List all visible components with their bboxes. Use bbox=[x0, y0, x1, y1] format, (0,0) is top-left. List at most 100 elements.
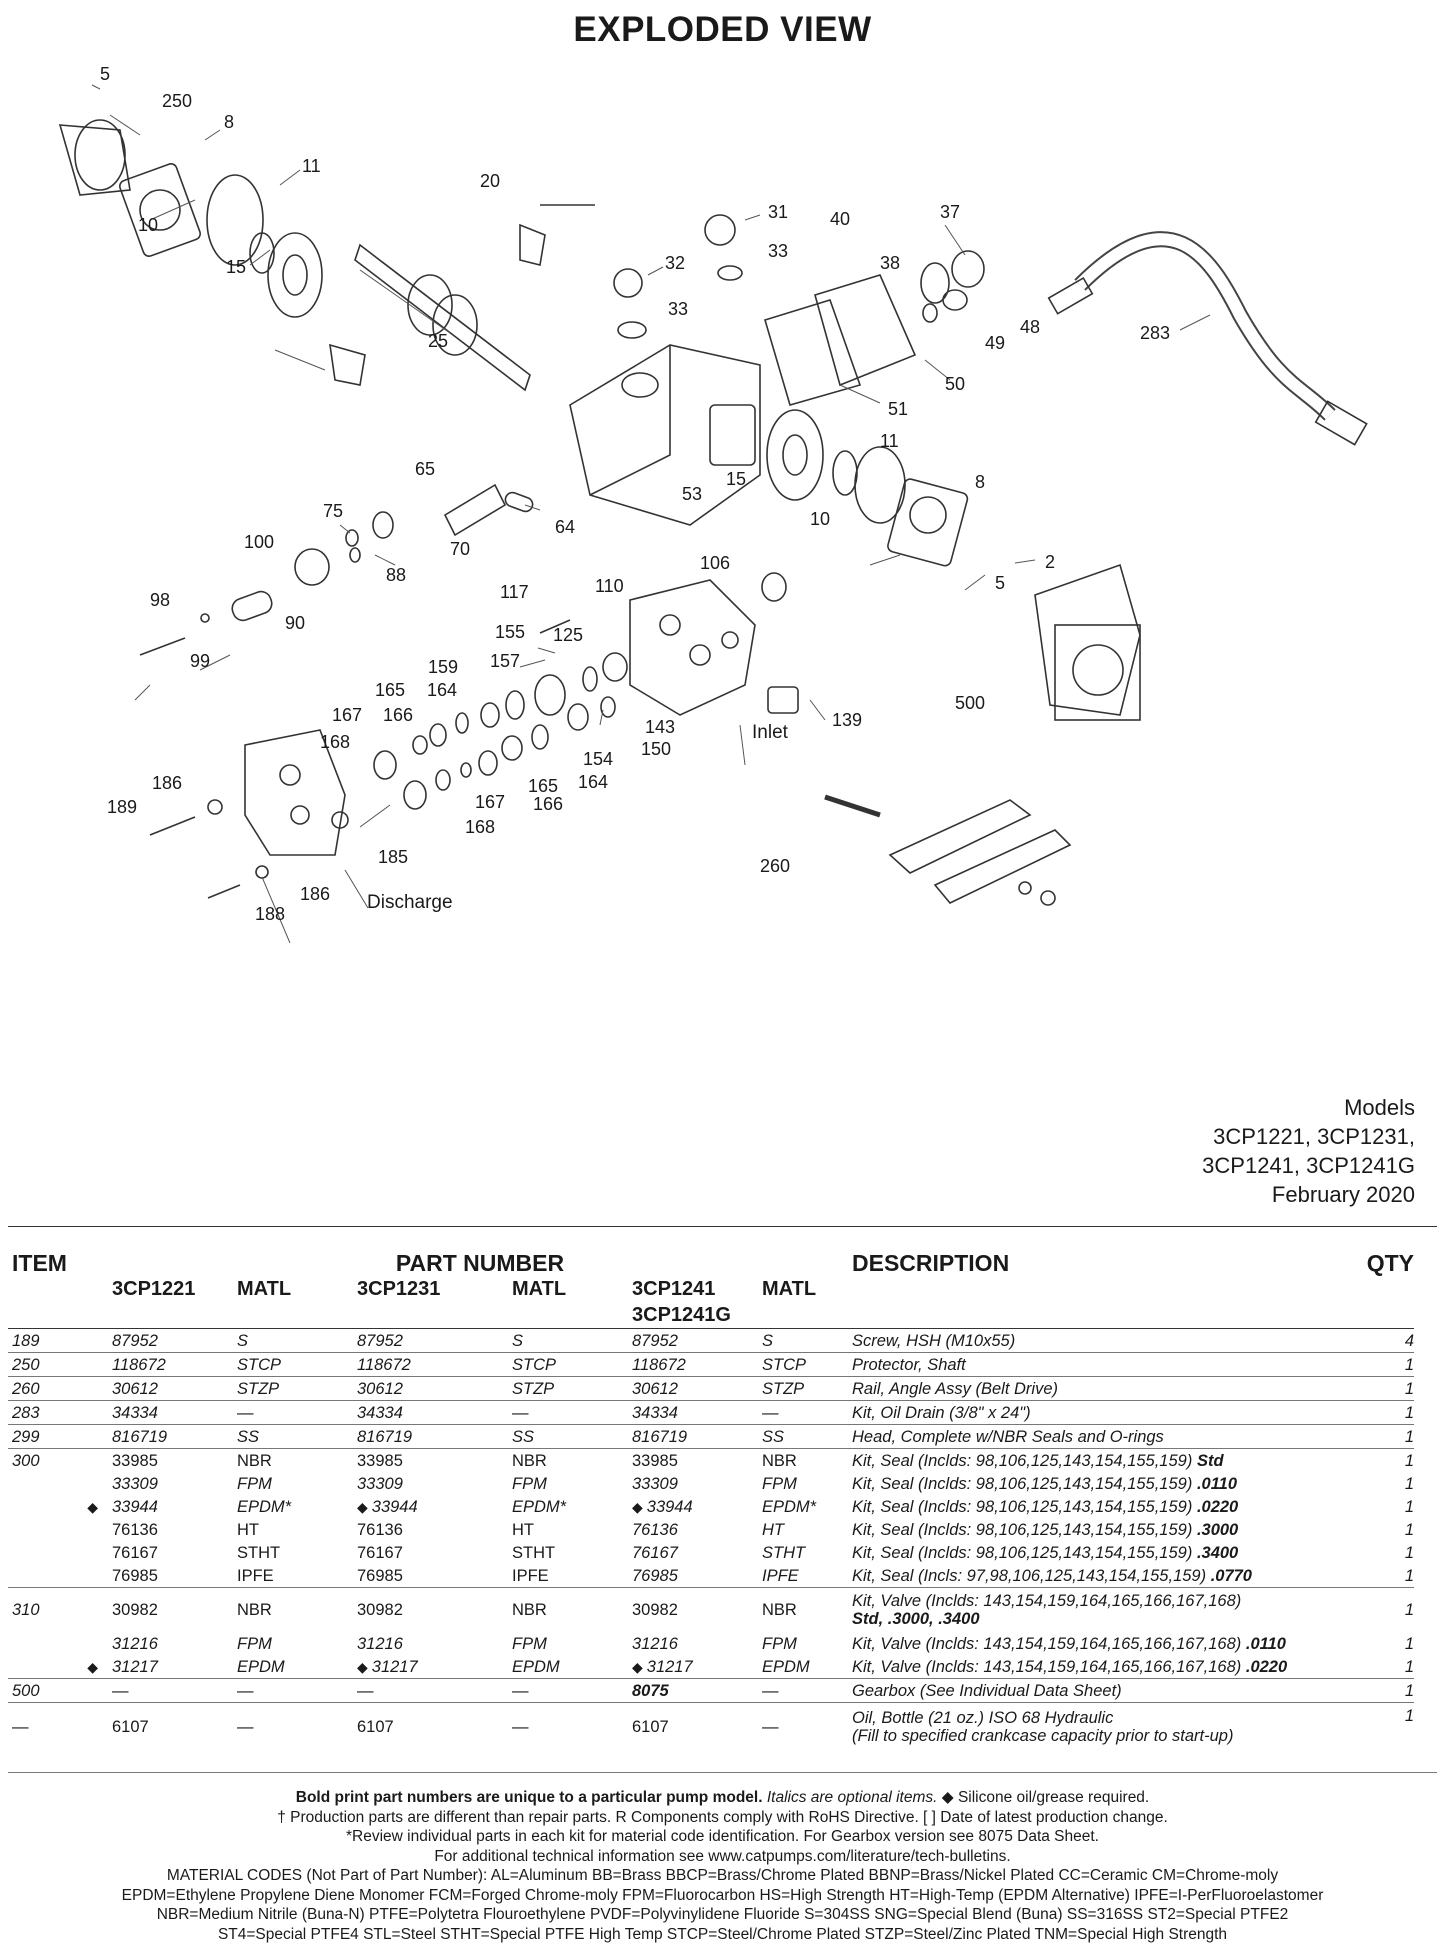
cell-description: Kit, Valve (Inclds: 143,154,159,164,165,… bbox=[852, 1657, 1288, 1676]
header-matl-1: MATL bbox=[237, 1278, 292, 1300]
callout-154: 154 bbox=[583, 749, 613, 769]
cell-matl: SS bbox=[758, 1424, 848, 1449]
callout-500: 500 bbox=[955, 693, 985, 713]
cell-part: 30982 bbox=[353, 1587, 508, 1632]
cell-description: Kit, Seal (Incls: 97,98,106,125,143,154,… bbox=[852, 1566, 1252, 1585]
cell-part: 31216 bbox=[632, 1634, 678, 1653]
callout-11: 11 bbox=[302, 156, 321, 176]
cell-part: 30612 bbox=[628, 1376, 758, 1401]
cell-matl: FPM bbox=[512, 1634, 547, 1653]
cell-qty: 1 bbox=[1358, 1587, 1414, 1632]
cell-matl: STZP bbox=[233, 1376, 353, 1401]
models-line-2: 3CP1241, 3CP1241G bbox=[1202, 1153, 1415, 1178]
cell-part: 76985 bbox=[357, 1566, 403, 1585]
callout-117: 117 bbox=[500, 582, 529, 602]
table-row: 299 816719 SS 816719 SS 816719 SS Head, … bbox=[8, 1424, 1414, 1449]
header-qty: QTY bbox=[1366, 1250, 1414, 1276]
cell-matl: EPDM* bbox=[512, 1497, 567, 1516]
callout-167: 167 bbox=[332, 705, 362, 725]
cell-matl: FPM bbox=[512, 1474, 547, 1493]
cell-part: 118672 bbox=[628, 1352, 758, 1377]
revision-date: February 2020 bbox=[1271, 1182, 1415, 1207]
rear-cover-part bbox=[814, 274, 917, 387]
cell-matl: FPM bbox=[762, 1634, 797, 1653]
diamond-marker: ◆ bbox=[357, 1498, 368, 1515]
table-row: 76136 HT 76136 HT 76136 HT Kit, Seal (In… bbox=[8, 1518, 1414, 1541]
cell-item: 260 bbox=[8, 1376, 108, 1401]
callout-50: 50 bbox=[945, 374, 965, 394]
cell-matl: — bbox=[233, 1678, 353, 1703]
callout-70: 70 bbox=[450, 539, 470, 559]
cell-description: Gearbox (See Individual Data Sheet) bbox=[848, 1678, 1358, 1703]
cell-matl: HT bbox=[237, 1520, 259, 1539]
cell-matl: — bbox=[758, 1678, 848, 1703]
callout-164-b: 164 bbox=[578, 772, 608, 792]
cell-matl: EPDM bbox=[237, 1657, 285, 1676]
cell-qty: 1 bbox=[1404, 1497, 1414, 1516]
cell-matl: NBR bbox=[233, 1587, 353, 1632]
callout-166: 166 bbox=[383, 705, 413, 725]
cell-matl: — bbox=[233, 1702, 353, 1751]
callout-75: 75 bbox=[323, 501, 343, 521]
cell-matl: — bbox=[508, 1702, 628, 1751]
callout-98: 98 bbox=[150, 590, 170, 610]
cell-part: 87952 bbox=[112, 1331, 158, 1350]
cell-part: 76985 bbox=[632, 1566, 678, 1585]
parts-table: ITEM PART NUMBER DESCRIPTION QTY 3CP1221… bbox=[8, 1250, 1414, 1751]
note-line: † Production parts are different than re… bbox=[277, 1808, 1168, 1826]
callout-40: 40 bbox=[830, 209, 850, 229]
header-part-number: PART NUMBER bbox=[395, 1250, 565, 1276]
callout-8-b: 8 bbox=[975, 472, 985, 492]
ball-bearing-part bbox=[267, 232, 323, 318]
o-ring-part bbox=[206, 174, 264, 266]
header-matl-3: MATL bbox=[762, 1278, 817, 1300]
material-codes-line: ST4=Special PTFE4 STL=Steel STHT=Special… bbox=[217, 1925, 1228, 1943]
callout-189: 189 bbox=[107, 797, 137, 817]
table-row: 260 30612 STZP 30612 STZP 30612 STZP Rai… bbox=[8, 1376, 1414, 1401]
gearbox-part bbox=[1034, 563, 1141, 716]
header-model-2: 3CP1231 bbox=[357, 1278, 441, 1300]
callout-37: 37 bbox=[940, 202, 960, 222]
header-model-3b: 3CP1241G bbox=[628, 1302, 758, 1329]
callout-2: 2 bbox=[1045, 552, 1055, 572]
cell-part: 816719 bbox=[353, 1424, 508, 1449]
cell-part: 76167 bbox=[632, 1543, 678, 1562]
cell-part: 6107 bbox=[628, 1702, 758, 1751]
callout-33-b: 33 bbox=[668, 299, 688, 319]
table-row: 283 34334 — 34334 — 34334 — Kit, Oil Dra… bbox=[8, 1400, 1414, 1425]
cell-part: 6107 bbox=[353, 1702, 508, 1751]
cell-matl: SS bbox=[508, 1424, 628, 1449]
oil-cap-part bbox=[704, 214, 736, 246]
cell-matl: STZP bbox=[508, 1376, 628, 1401]
models-info: Models 3CP1221, 3CP1231, 3CP1241, 3CP124… bbox=[1202, 1093, 1415, 1209]
callout-250: 250 bbox=[162, 91, 192, 111]
cell-part: 33309 bbox=[632, 1474, 678, 1493]
callout-20: 20 bbox=[480, 171, 500, 191]
header-matl-2: MATL bbox=[512, 1278, 567, 1300]
cell-part: ◆33944 bbox=[632, 1497, 693, 1516]
cell-part: 76136 bbox=[632, 1520, 678, 1539]
cell-item: 189 bbox=[12, 1331, 40, 1350]
diamond-marker: ◆ bbox=[632, 1658, 643, 1675]
divider bbox=[8, 1772, 1437, 1773]
cell-matl: FPM bbox=[237, 1474, 272, 1493]
cell-item: 500 bbox=[8, 1678, 108, 1703]
cell-part: 76985 bbox=[112, 1566, 158, 1585]
cell-item: 250 bbox=[8, 1352, 108, 1377]
bearing-cover-right-part bbox=[887, 478, 969, 567]
table-row: — 6107 — 6107 — 6107 — Oil, Bottle (21 o… bbox=[8, 1702, 1414, 1751]
callout-25: 25 bbox=[428, 331, 448, 351]
shaft-protector-part bbox=[58, 124, 131, 196]
callout-90: 90 bbox=[285, 613, 305, 633]
cell-matl: HT bbox=[512, 1520, 534, 1539]
cell-description: Screw, HSH (M10x55) bbox=[852, 1331, 1016, 1350]
callout-48: 48 bbox=[1020, 317, 1040, 337]
note-line: Bold print part numbers are unique to a … bbox=[295, 1789, 1150, 1806]
table-row: 31216 FPM 31216 FPM 31216 FPM Kit, Valve… bbox=[8, 1632, 1414, 1655]
cell-qty: 1 bbox=[1358, 1352, 1414, 1377]
cell-qty: 1 bbox=[1358, 1400, 1414, 1425]
divider bbox=[8, 1226, 1437, 1227]
cell-description: Kit, Valve (Inclds: 143,154,159,164,165,… bbox=[852, 1634, 1286, 1653]
cell-matl: S bbox=[512, 1331, 524, 1350]
cell-matl: IPFE bbox=[762, 1566, 799, 1585]
